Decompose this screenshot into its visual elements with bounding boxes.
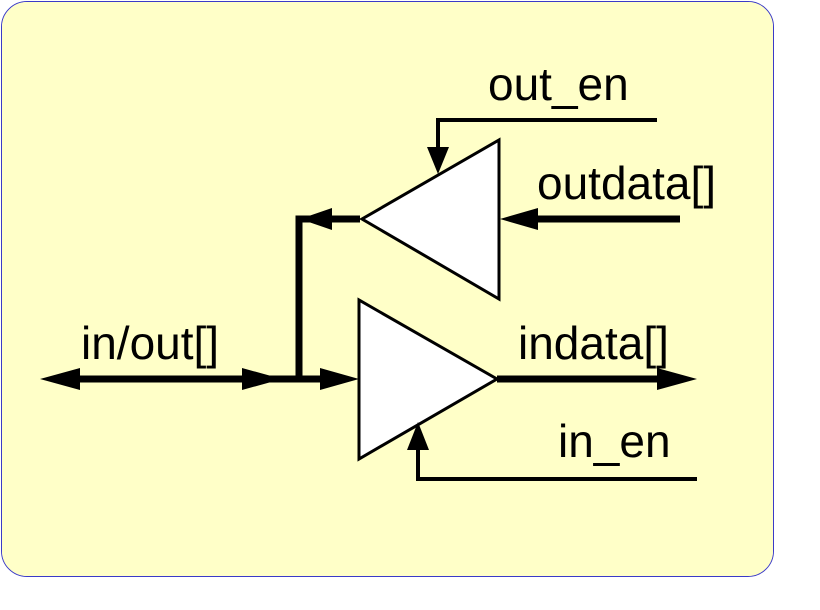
indata-output-line: [497, 368, 697, 390]
indata-label: indata[]: [518, 317, 669, 369]
panel-background: [2, 2, 773, 576]
input-buffer-arrowhead: [320, 368, 359, 390]
bidirectional-buffer-diagram: out_en outdata[] in/out[] indata[] in_en: [2, 2, 773, 576]
output-buffer: [359, 137, 501, 302]
indata-arrowhead: [657, 368, 697, 390]
in-en-label: in_en: [558, 415, 671, 467]
in-en-control-line: [407, 422, 697, 481]
outdata-label: outdata[]: [537, 157, 716, 209]
out-en-label: out_en: [488, 58, 629, 110]
outdata-input-line: [500, 208, 680, 230]
output-bus-arrowhead: [300, 208, 332, 230]
in-out-label: in/out[]: [81, 317, 219, 369]
out-en-control-line: [427, 118, 657, 174]
in-out-bus-line: [40, 368, 359, 390]
input-buffer: [357, 297, 501, 462]
bus-left-arrowhead: [40, 368, 80, 390]
diagram-panel: out_en outdata[] in/out[] indata[] in_en: [1, 1, 774, 577]
in-en-arrowhead: [407, 422, 429, 450]
output-to-bus-line: [295, 208, 360, 380]
outdata-arrowhead: [500, 208, 538, 230]
bus-right-arrowhead: [242, 368, 282, 390]
out-en-arrowhead: [427, 147, 449, 174]
